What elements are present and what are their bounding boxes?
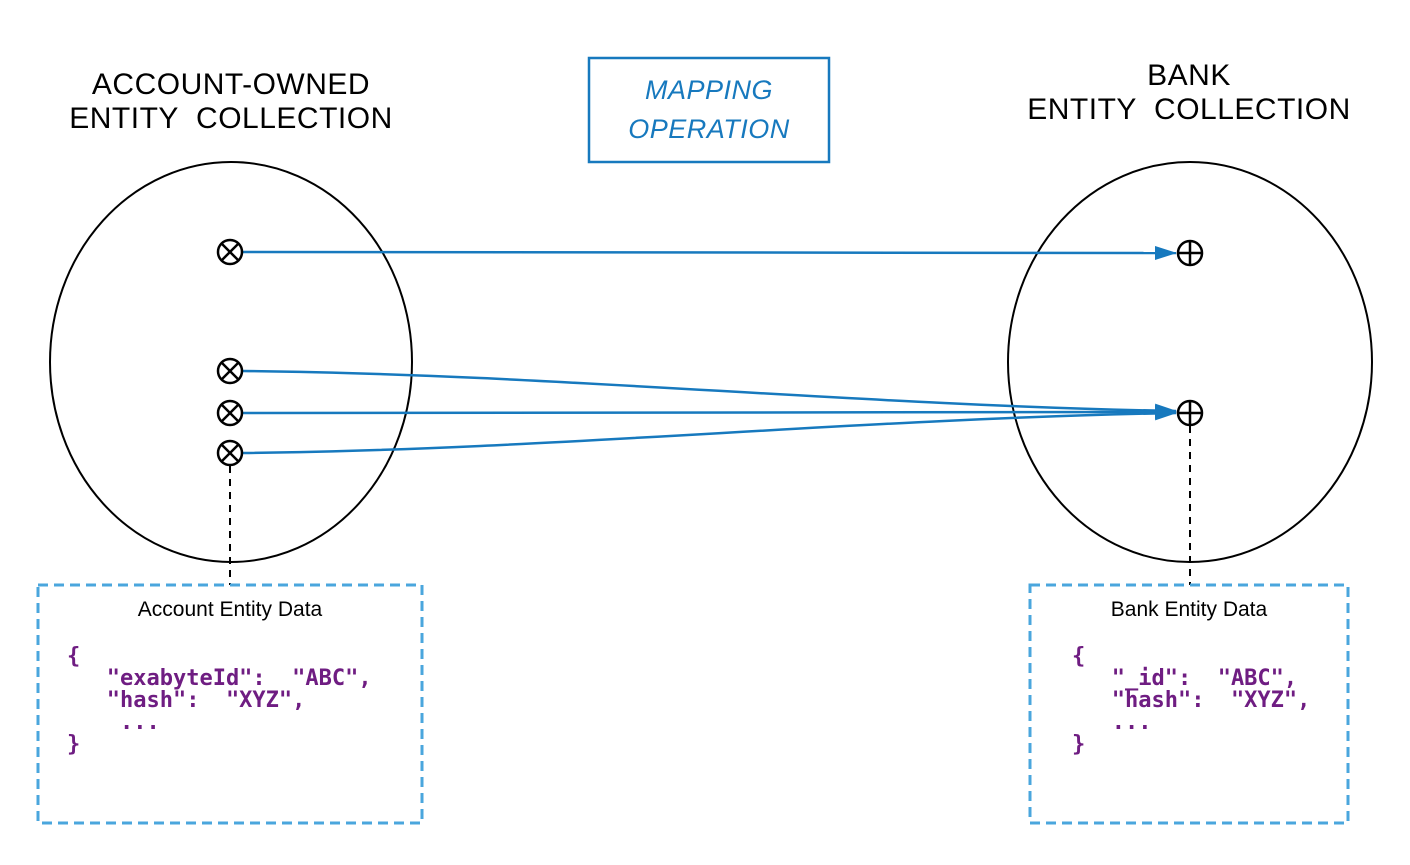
bank-data-box-title: Bank Entity Data: [1110, 598, 1268, 621]
entity-node-crossed-icon: [216, 357, 244, 385]
bank-collection-title: BANK ENTITY COLLECTION: [1027, 59, 1351, 126]
mapping-operation-label: MAPPING OPERATION: [628, 75, 790, 144]
mapping-arrow-lower-curve: [242, 406, 1177, 455]
mapping-operation-box: [587, 56, 831, 164]
entity-node-plus-icon: [1176, 239, 1204, 267]
mapping-arrow-top: [242, 245, 1177, 260]
account-entity-json-snippet: { "exabyteId": "ABC", "hash": "XYZ", ...…: [67, 644, 372, 757]
mapping-arrow-middle: [242, 405, 1177, 420]
account-collection-title: ACCOUNT-OWNED ENTITY COLLECTION: [69, 68, 393, 135]
bank-entity-json-snippet: { "_id": "ABC", "hash": "XYZ", ... }: [1072, 644, 1311, 757]
entity-node-crossed-icon: [216, 238, 244, 266]
mapping-arrow-upper-curve: [242, 369, 1177, 418]
entity-node-crossed-icon: [216, 399, 244, 427]
account-data-box-title: Account Entity Data: [137, 598, 323, 621]
account-data-callout-box: [36, 583, 424, 825]
bank-data-callout-box: [1028, 583, 1350, 825]
bank-collection-ellipse: [1007, 161, 1373, 563]
entity-node-crossed-icon: [216, 439, 244, 467]
entity-node-plus-icon: [1176, 399, 1204, 427]
